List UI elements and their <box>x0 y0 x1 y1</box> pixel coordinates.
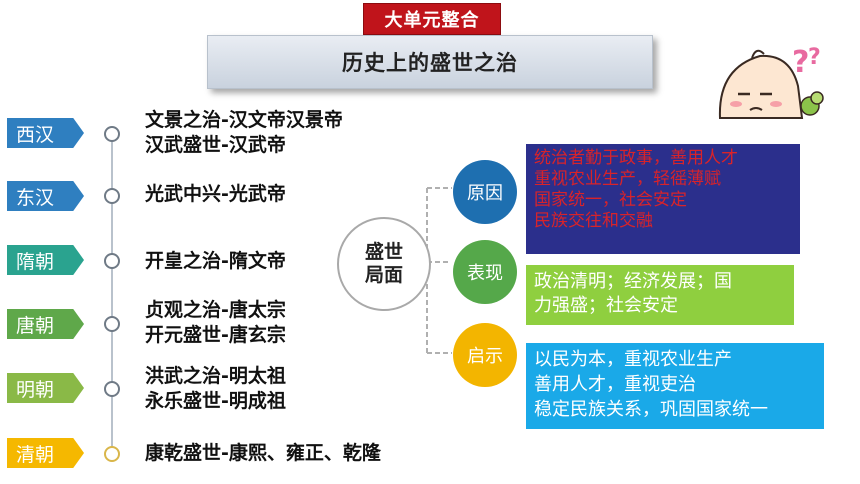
info-line: 国家统一，社会安定 <box>534 190 687 210</box>
timeline-dot <box>104 253 120 269</box>
era-line: 康乾盛世-康熙、雍正、乾隆 <box>145 442 381 464</box>
page-title: 历史上的盛世之治 <box>207 35 653 89</box>
dynasty-label-donghan: 东汉 <box>7 181 84 211</box>
era-line: 文景之治-汉文帝汉景帝 <box>145 109 343 131</box>
era-line: 洪武之治-明太祖 <box>145 365 286 387</box>
era-line: 开皇之治-隋文帝 <box>145 250 286 272</box>
info-box-performance: 政治清明；经济发展；国 力强盛；社会安定 <box>526 265 794 325</box>
era-entry-sui: 开皇之治-隋文帝 <box>145 249 286 274</box>
info-line: 政治清明；经济发展；国 <box>534 271 732 292</box>
dynasty-label-sui: 隋朝 <box>7 245 84 275</box>
info-line: 以民为本，重视农业生产 <box>534 349 732 370</box>
svg-text:?: ? <box>808 45 821 70</box>
era-entry-donghan: 光武中兴-光武帝 <box>145 182 286 207</box>
era-entry-tang: 贞观之治-唐太宗 开元盛世-唐玄宗 <box>145 298 286 348</box>
info-box-inspiration: 以民为本，重视农业生产 善用人才，重视吏治 稳定民族关系，巩固国家统一 <box>526 343 824 429</box>
dynasty-label-ming: 明朝 <box>7 373 84 403</box>
branch-node-cause: 原因 <box>453 160 517 224</box>
timeline-dot <box>104 381 120 397</box>
era-entry-qing: 康乾盛世-康熙、雍正、乾隆 <box>145 441 381 466</box>
info-line: 善用人才，重视吏治 <box>534 374 696 395</box>
era-line: 汉武盛世-汉武帝 <box>145 134 286 156</box>
info-box-cause: 统治者勤于政事，善用人才 重视农业生产，轻徭薄赋 国家统一，社会安定 民族交往和… <box>526 144 800 254</box>
era-entry-ming: 洪武之治-明太祖 永乐盛世-明成祖 <box>145 364 286 414</box>
era-line: 永乐盛世-明成祖 <box>145 390 286 412</box>
dynasty-label-qing: 清朝 <box>7 438 84 468</box>
timeline-dot <box>104 126 120 142</box>
center-label-line: 盛世 <box>364 241 403 263</box>
timeline-line <box>111 132 113 454</box>
era-line: 贞观之治-唐太宗 <box>145 299 286 321</box>
branch-node-inspiration: 启示 <box>453 323 517 387</box>
dynasty-label-xihan: 西汉 <box>7 118 84 148</box>
info-line: 稳定民族关系，巩固国家统一 <box>534 399 768 420</box>
branch-node-performance: 表现 <box>453 240 517 304</box>
era-line: 光武中兴-光武帝 <box>145 183 286 205</box>
cartoon-character-icon: ? ? <box>718 45 824 119</box>
info-line: 民族交往和交融 <box>534 211 653 231</box>
timeline-dot <box>104 188 120 204</box>
timeline-dot <box>104 316 120 332</box>
svg-text:?: ? <box>792 45 809 80</box>
dynasty-label-tang: 唐朝 <box>7 309 84 339</box>
info-line: 重视农业生产，轻徭薄赋 <box>534 169 721 189</box>
info-line: 统治者勤于政事，善用人才 <box>534 148 738 168</box>
era-entry-xihan: 文景之治-汉文帝汉景帝 汉武盛世-汉武帝 <box>145 108 343 158</box>
center-label-line: 局面 <box>364 264 403 286</box>
unit-tag: 大单元整合 <box>363 3 501 35</box>
info-line: 力强盛；社会安定 <box>534 295 678 316</box>
timeline-dot <box>104 446 120 462</box>
era-line: 开元盛世-唐玄宗 <box>145 324 286 346</box>
center-node: 盛世 局面 <box>337 217 431 311</box>
